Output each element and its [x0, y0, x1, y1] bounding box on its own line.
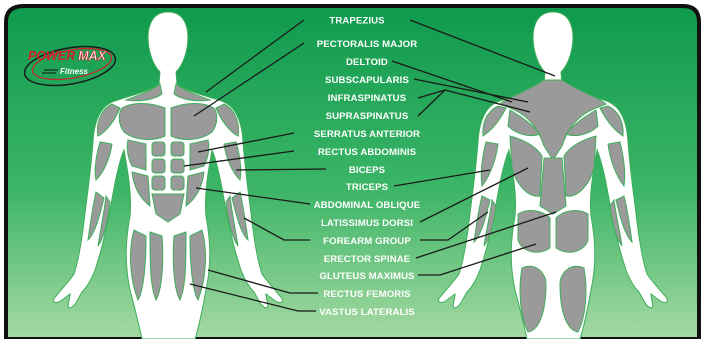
front-abs-3r: [171, 176, 184, 190]
front-abs-1r: [171, 142, 184, 156]
label-rectus-abdominis: RECTUS ABDOMINIS: [318, 147, 417, 158]
label-gluteus-maximus: GLUTEUS MAXIMUS: [319, 271, 415, 282]
front-abs-2l: [152, 159, 165, 173]
back-erector-spinae: [540, 158, 566, 214]
front-pectoral-left: [119, 104, 165, 140]
logo-word-max: MAX: [78, 49, 106, 63]
label-supraspinatus: SUPRASPINATUS: [326, 111, 409, 122]
label-vastus-lateralis: VASTUS LATERALIS: [319, 307, 415, 318]
label-deltoid: DELTOID: [346, 57, 388, 68]
back-gluteus-right: [556, 211, 588, 253]
label-serratus-anterior: SERRATUS ANTERIOR: [314, 129, 420, 140]
front-abs-1l: [152, 142, 165, 156]
label-abdominal-oblique: ABDOMINAL OBLIQUE: [314, 200, 421, 211]
label-biceps: BICEPS: [349, 165, 386, 176]
label-latissimus-dorsi: LATISSIMUS DORSI: [321, 218, 413, 229]
label-infraspinatus: INFRASPINATUS: [328, 93, 407, 104]
back-gluteus-left: [518, 211, 550, 253]
front-abs-2r: [171, 159, 184, 173]
label-subscapularis: SUBSCAPULARIS: [325, 75, 409, 86]
label-triceps: TRICEPS: [346, 182, 389, 193]
front-pectoral-right: [171, 104, 217, 140]
logo-tagline: Fitness: [60, 67, 89, 76]
label-trapezius: TRAPEZIUS: [329, 16, 385, 27]
label-forearm-group: FOREARM GROUP: [323, 236, 411, 247]
label-pectoralis-major: PECTORALIS MAJOR: [317, 39, 418, 50]
logo-word-power: POWER: [28, 49, 75, 63]
front-abs-3l: [152, 176, 165, 190]
label-erector-spinae: ERECTOR SPINAE: [324, 254, 411, 265]
label-rectus-femoris: RECTUS FEMORIS: [323, 289, 411, 300]
